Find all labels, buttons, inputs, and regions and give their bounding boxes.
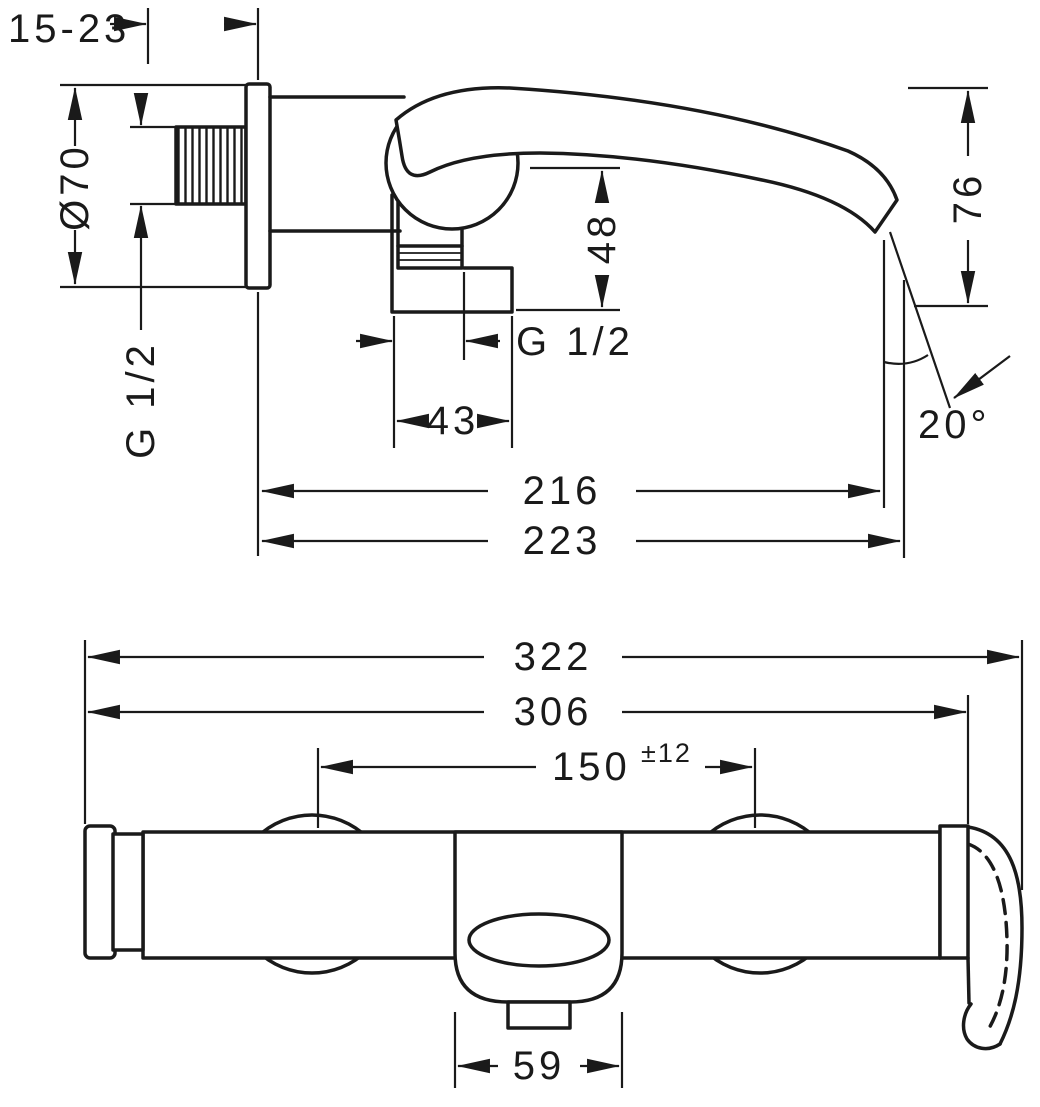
inlet-thread (174, 125, 248, 206)
wall-escutcheon (244, 82, 272, 290)
dim-outlet-width-label: 43 (427, 399, 480, 443)
dim-spout-reach: 216 (260, 240, 886, 513)
dim-wall-depth-label: 15-23 (8, 7, 130, 51)
dim-spout-drop-label: 48 (580, 212, 624, 265)
dim-body-width: 306 (86, 690, 970, 824)
dim-connection-tolerance-label: ±12 (641, 738, 692, 768)
dim-body-width-label: 306 (514, 690, 593, 734)
mixer-body (268, 95, 406, 233)
angle-leader-arrow (953, 355, 1011, 399)
dim-inlet-thread: G 1/2 (119, 93, 176, 459)
shower-outlet-bracket (390, 193, 514, 314)
spout (394, 86, 899, 234)
aerator (506, 1000, 572, 1030)
outlet-nipple (396, 244, 464, 270)
dim-spout-drop: 48 (516, 166, 624, 312)
dim-outlet-thread-label: G 1/2 (516, 320, 634, 364)
dim-handle-width-label: 59 (513, 1044, 566, 1088)
dim-connection-spacing: 150 ±12 (316, 738, 757, 828)
dim-outlet-height: 76 (908, 86, 990, 308)
spout-hidden-edge (966, 842, 1009, 1032)
angle-arc (883, 354, 929, 365)
dim-wall-depth: 15-23 (8, 7, 260, 556)
right-wall-flange (938, 824, 970, 960)
dim-escutcheon-diameter: Ø70 (53, 83, 246, 289)
dim-handle-width: 59 (453, 1012, 624, 1088)
side-view: 15-23 Ø70 G 1/2 48 (8, 7, 1011, 563)
dim-total-width-label: 322 (514, 635, 593, 679)
dim-total-width: 322 (83, 635, 1024, 890)
dim-total-reach-label: 223 (523, 519, 602, 563)
front-view: 322 306 150 ±12 59 (83, 635, 1024, 1088)
dim-outlet-thread: G 1/2 (356, 272, 634, 364)
dim-outlet-height-label: 76 (946, 172, 990, 225)
dim-escutcheon-diameter-label: Ø70 (53, 143, 97, 231)
dim-spout-reach-label: 216 (523, 469, 602, 513)
dim-spray-angle-label: 20° (918, 403, 991, 447)
dim-outlet-width: 43 (392, 316, 514, 448)
spout-outlet-face (467, 912, 611, 968)
spout-end-profile (961, 825, 1024, 1051)
handle-block (453, 830, 624, 1004)
dim-inlet-thread-label: G 1/2 (119, 341, 163, 459)
dim-spray-angle: 20° (883, 231, 1011, 447)
water-stream-line (888, 231, 952, 409)
left-wall-flange (83, 824, 145, 960)
dim-total-reach: 223 (260, 280, 906, 563)
dim-connection-spacing-label: 150 (552, 745, 631, 789)
